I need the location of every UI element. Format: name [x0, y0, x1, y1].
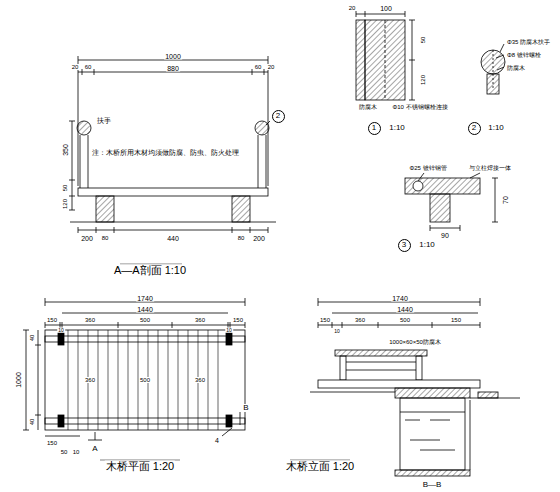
drawing-label: Φ8 镀锌螺栓	[506, 52, 542, 58]
drawing-label: 与立柱焊接一体	[468, 165, 512, 171]
drawing-label: 200	[252, 235, 266, 242]
drawing-label: 80	[237, 235, 246, 241]
drawing-label: 100	[379, 5, 393, 12]
callout-circle: 1	[368, 122, 381, 135]
drawing-label: 木桥平面 1:20	[105, 461, 175, 472]
drawing-label: 40	[29, 418, 35, 427]
drawing-label: 360	[194, 317, 206, 323]
drawing-label: 防腐木	[358, 104, 378, 110]
drawing-label: B	[242, 404, 249, 412]
callout-number: 2	[472, 124, 476, 132]
drawing-label: Φ10 不锈钢螺栓连接	[391, 104, 448, 110]
drawing-label: 20	[267, 64, 276, 70]
drawing-label: 1740	[391, 295, 409, 302]
drawing-label: 880	[166, 65, 180, 72]
drawing-label: 10	[225, 328, 233, 333]
drawing-label: 360	[194, 377, 206, 383]
callout-number: 1	[372, 124, 376, 132]
drawing-label: 360	[354, 317, 366, 323]
callout-circle: 3	[398, 239, 411, 252]
callout-circle: 2	[468, 122, 481, 135]
drawing-label: 10	[72, 449, 81, 455]
drawing-label: 1:10	[388, 124, 406, 132]
drawing-label: 注：木桥所用木材均须做防腐、防虫、防火处理	[91, 149, 240, 156]
drawing-label: 1740	[136, 295, 154, 302]
drawing-label: 20	[71, 64, 80, 70]
drawing-label: 440	[166, 235, 180, 242]
drawing-label: 150	[46, 440, 58, 446]
bridge-plan	[23, 298, 245, 460]
drawing-label: 1:10	[487, 124, 505, 132]
drawing-label: 50	[420, 36, 426, 45]
drawing-label: 120	[420, 74, 426, 86]
callout-number: 3	[402, 241, 406, 249]
drawing-label: 360	[84, 317, 96, 323]
drawing-label: 40	[29, 334, 35, 343]
callout-number: 2	[276, 112, 280, 120]
detail-one	[356, 11, 415, 100]
drawing-label: 150	[450, 317, 462, 323]
drawing-label: 4	[214, 437, 220, 444]
bridge-elevation	[290, 298, 520, 476]
drawing-label: 1000×60×50防腐木	[388, 339, 442, 345]
drawing-label: 防腐木	[506, 65, 526, 71]
drawing-label: 150	[319, 317, 331, 323]
drawing-label: 60	[254, 64, 263, 70]
section-aa	[69, 56, 276, 264]
detail-two	[481, 44, 505, 94]
drawing-label: 50	[60, 449, 69, 455]
drawing-label: 500	[139, 317, 151, 323]
drawing-label: 50	[62, 184, 68, 193]
drawing-label: 120	[62, 198, 68, 210]
drawing-label: 木桥立面 1:20	[285, 461, 355, 472]
drawing-label: 10	[333, 329, 341, 334]
drawing-label: 500	[399, 317, 411, 323]
drawing-label: 80	[101, 235, 110, 241]
drawing-label: 1000	[15, 371, 22, 389]
drawing-label: 60	[84, 64, 93, 70]
drawing-label: Φ25 镀锌钢管	[408, 165, 447, 171]
drawing-label: 10	[57, 328, 65, 333]
drawing-label: 150	[232, 317, 244, 323]
drawing-label: 200	[80, 235, 94, 242]
drawing-label: 1000	[164, 53, 182, 60]
detail-three	[405, 173, 498, 231]
drawing-label: B—B	[422, 481, 443, 489]
drawing-label: 70	[502, 195, 509, 205]
drawing-label: 500	[139, 377, 151, 383]
drawing-label: 350	[62, 143, 69, 157]
drawing-label: 1440	[396, 306, 414, 313]
drawing-label: A	[91, 445, 98, 453]
drawing-label: Φ35 防腐木扶手	[506, 39, 551, 45]
drawing-label: A—A剖面 1:10	[113, 265, 187, 276]
drawing-label: 扶手	[96, 117, 112, 124]
drawing-label: 1440	[136, 306, 154, 313]
drawing-label: 20	[348, 5, 357, 11]
callout-circle: 2	[272, 110, 285, 123]
drawing-label: 150	[46, 317, 58, 323]
drawing-label: 90	[440, 232, 450, 239]
drawing-label: 360	[84, 377, 96, 383]
drawing-label: 1:10	[418, 241, 436, 249]
